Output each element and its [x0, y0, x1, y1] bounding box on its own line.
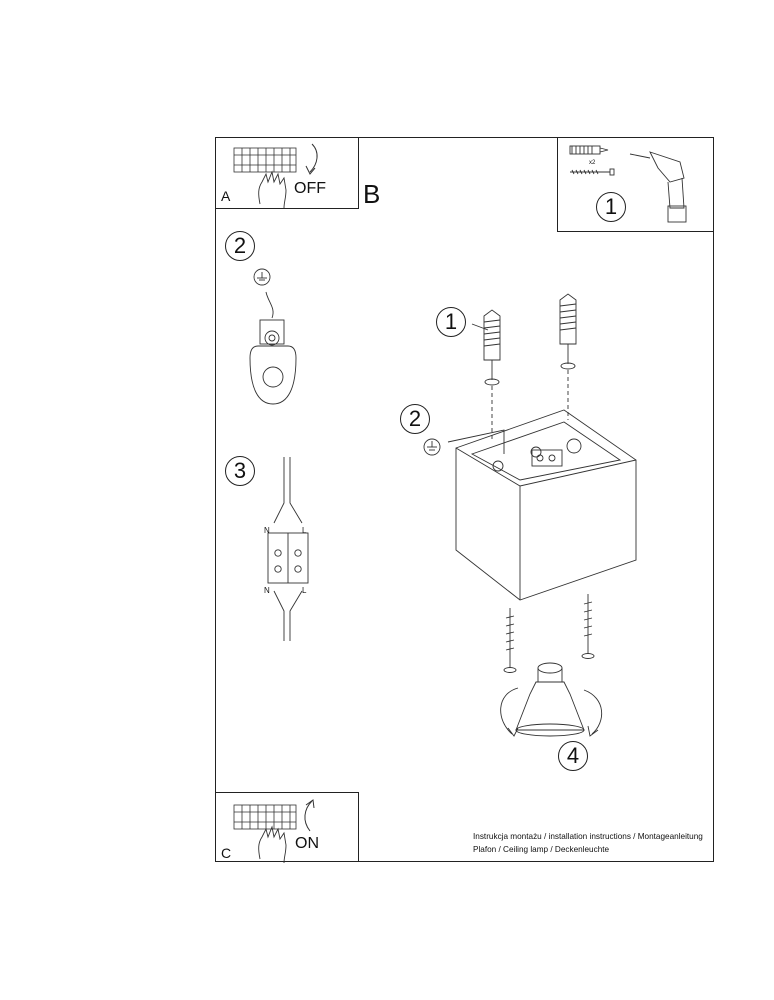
- wiring-connector-illustration: [267, 457, 309, 641]
- step-4-bulb: 4: [558, 741, 588, 771]
- curved-arrow-icon: [305, 143, 318, 175]
- step-1-anchors: 1: [436, 307, 466, 337]
- tools-box: x2 1: [557, 137, 714, 232]
- wire-n-bottom: N: [264, 586, 270, 595]
- hand-icon: [258, 825, 287, 864]
- caption-line-2: Plafon / Ceiling lamp / Deckenleuchte: [473, 845, 610, 854]
- tools-illustration: [569, 145, 687, 223]
- caption-line-1: Instrukcja montażu / installation instru…: [473, 832, 703, 841]
- wire-n-top: N: [264, 526, 270, 535]
- wire-l-top: L: [302, 526, 307, 535]
- bulb-icon: [515, 662, 585, 737]
- wall-plug-icon: [483, 309, 501, 386]
- wall-plug-icon: [569, 145, 609, 155]
- ground-symbol-icon: [253, 268, 271, 286]
- lamp-assembly-illustration: [423, 293, 637, 737]
- terminal-block-icon: [233, 799, 315, 864]
- panel-a-switch-off: A OFF: [215, 137, 359, 209]
- screw-icon: [581, 594, 595, 659]
- wire-l-bottom: L: [302, 586, 307, 595]
- screw-icon: [570, 168, 615, 176]
- curved-arrow-icon: [304, 799, 315, 832]
- step-2-ground: 2: [225, 231, 255, 261]
- drill-icon: [629, 151, 687, 223]
- on-label: ON: [295, 835, 319, 852]
- panel-a-letter: A: [221, 188, 231, 204]
- panel-c-letter: C: [221, 845, 232, 861]
- curved-arrow-icon: [500, 687, 603, 737]
- instruction-sheet: [215, 137, 714, 862]
- off-label: OFF: [294, 180, 326, 197]
- terminal-block-icon: [233, 143, 318, 209]
- panel-c-switch-on: C ON: [215, 792, 359, 864]
- ground-terminal-illustration: [249, 268, 297, 405]
- step-2-ground-wire: 2: [400, 404, 430, 434]
- panel-b-letter: B: [363, 179, 381, 209]
- screw-icon: [503, 608, 517, 673]
- step-3-wiring: 3: [225, 456, 255, 486]
- step-1-tools: 1: [596, 192, 626, 222]
- wall-plug-icon: [559, 293, 577, 370]
- hand-icon: [258, 170, 287, 209]
- quantity-label: x2: [589, 160, 596, 166]
- ground-symbol-icon: [423, 438, 441, 456]
